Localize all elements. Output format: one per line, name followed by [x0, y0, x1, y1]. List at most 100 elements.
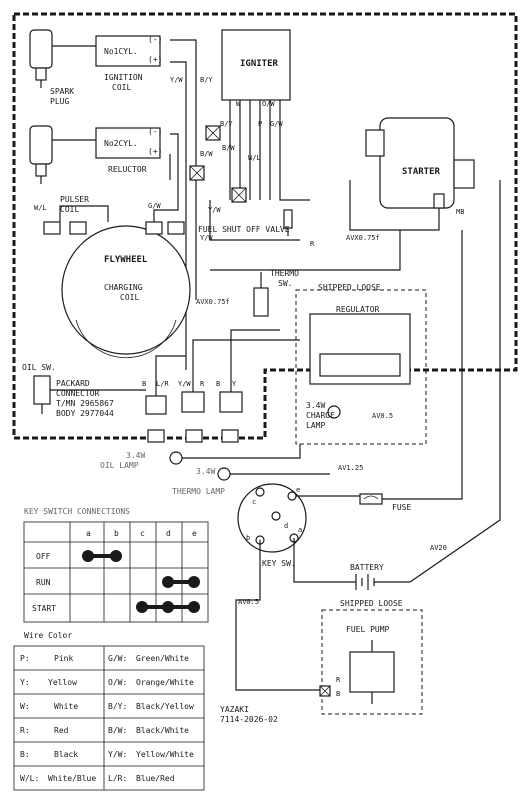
svg-text:OFF: OFF — [36, 552, 51, 561]
svg-text:Blue/Red: Blue/Red — [136, 774, 175, 783]
shipped-loose-fuel-pump-box — [321, 609, 423, 715]
svg-text:W/L:: W/L: — [20, 774, 39, 783]
key-switch-label: KEY SW. — [262, 559, 296, 568]
reluctor-label: RELUCTOR — [108, 165, 147, 174]
svg-text:No2CYL.: No2CYL. — [104, 139, 138, 148]
svg-text:RUN: RUN — [36, 578, 51, 587]
svg-text:d: d — [284, 522, 288, 530]
wire-color-table: P: Pink G/W: Green/White Y: Yellow O/W: … — [13, 645, 205, 791]
svg-text:a: a — [86, 529, 91, 538]
svg-text:P: P — [258, 120, 262, 128]
svg-text:SHIPPED LOOSE: SHIPPED LOOSE — [340, 599, 403, 608]
svg-text:R: R — [310, 240, 315, 248]
svg-text:(+): (+) — [148, 147, 162, 156]
harness-connectors — [145, 391, 243, 443]
pulser-coil-2 — [145, 221, 185, 235]
svg-text:AV20: AV20 — [430, 544, 447, 552]
svg-text:Green/White: Green/White — [136, 654, 189, 663]
svg-text:c: c — [252, 498, 256, 506]
svg-text:b: b — [246, 534, 250, 542]
svg-text:(-): (-) — [148, 127, 162, 136]
svg-text:Black/Yellow: Black/Yellow — [136, 702, 194, 711]
svg-text:STARTER: STARTER — [402, 167, 441, 177]
svg-text:AV0.5: AV0.5 — [372, 412, 393, 420]
fuel-pump-label: FUEL PUMP — [346, 625, 390, 634]
svg-text:B/W: B/W — [222, 144, 235, 152]
svg-text:AV0.5: AV0.5 — [238, 598, 259, 606]
svg-text:P:: P: — [20, 654, 30, 663]
svg-text:Y/W: Y/W — [200, 234, 213, 242]
reluctor: No2CYL. (-) (+) — [52, 127, 162, 159]
svg-text:Y: Y — [232, 380, 237, 388]
svg-text:AVX0.75f: AVX0.75f — [196, 298, 230, 306]
bundle-connectors — [189, 125, 247, 203]
spark-plug-1 — [29, 29, 53, 88]
svg-text:(+): (+) — [148, 55, 162, 64]
battery — [355, 574, 375, 590]
oil-switch — [33, 375, 51, 414]
svg-text:G/W: G/W — [148, 202, 161, 210]
svg-text:B: B — [216, 380, 220, 388]
fuel-shut-off-valve-label: FUEL SHUT OFF VALVE — [198, 225, 290, 234]
svg-text:REGULATOR: REGULATOR — [336, 305, 380, 314]
svg-text:G/W: G/W — [270, 120, 283, 128]
svg-text:O/W: O/W — [262, 100, 275, 108]
fuse-label: FUSE — [392, 503, 411, 512]
svg-text:L/R: L/R — [156, 380, 169, 388]
svg-text:Yellow: Yellow — [48, 678, 77, 687]
svg-text:B/Y:: B/Y: — [108, 702, 127, 711]
start-connection — [136, 601, 200, 613]
off-connection — [82, 550, 122, 562]
svg-text:B:: B: — [20, 750, 30, 759]
svg-text:R: R — [200, 380, 205, 388]
svg-text:G/W:: G/W: — [108, 654, 127, 663]
starter: STARTER — [365, 117, 475, 209]
spark-plug-2 — [29, 125, 53, 184]
svg-text:AVX0.75f: AVX0.75f — [346, 234, 380, 242]
svg-text:White/Blue: White/Blue — [48, 774, 96, 783]
svg-text:START: START — [32, 604, 56, 613]
fuel-pump — [349, 640, 395, 704]
svg-text:W/L: W/L — [34, 204, 47, 212]
svg-text:a: a — [298, 526, 302, 534]
key-switch: c d b a e — [237, 483, 307, 553]
fuel-shut-off-valve — [283, 209, 293, 236]
fuse — [359, 493, 383, 505]
key-switch-table: a b c d e OFF RUN START — [23, 521, 209, 623]
thermo-switch — [253, 272, 269, 317]
svg-text:e: e — [296, 486, 300, 494]
svg-text:R: R — [336, 676, 341, 684]
key-switch-title: KEY SWITCH CONNECTIONS — [24, 507, 130, 516]
run-connection — [162, 576, 200, 588]
svg-text:SHIPPED LOOSE: SHIPPED LOOSE — [318, 283, 381, 292]
svg-text:W/L: W/L — [248, 154, 261, 162]
svg-text:Y/W: Y/W — [178, 380, 191, 388]
svg-text:Y:: Y: — [20, 678, 30, 687]
svg-text:Black/White: Black/White — [136, 726, 189, 735]
svg-text:Orange/White: Orange/White — [136, 678, 194, 687]
shipped-loose-regulator-box — [295, 289, 427, 445]
svg-text:White: White — [54, 702, 78, 711]
svg-text:Black: Black — [54, 750, 78, 759]
svg-text:W:: W: — [20, 702, 30, 711]
svg-text:e: e — [192, 529, 197, 538]
svg-text:B/W: B/W — [200, 150, 213, 158]
ignition-coil: No1CYL. (-) (+) — [52, 35, 162, 67]
svg-text:B/W:: B/W: — [108, 726, 127, 735]
svg-text:AV1.25: AV1.25 — [338, 464, 363, 472]
svg-text:R:: R: — [20, 726, 30, 735]
svg-text:FLYWHEEL: FLYWHEEL — [104, 255, 148, 265]
engine-enclosure — [12, 12, 518, 440]
svg-text:d: d — [166, 529, 171, 538]
svg-text:Red: Red — [54, 726, 69, 735]
